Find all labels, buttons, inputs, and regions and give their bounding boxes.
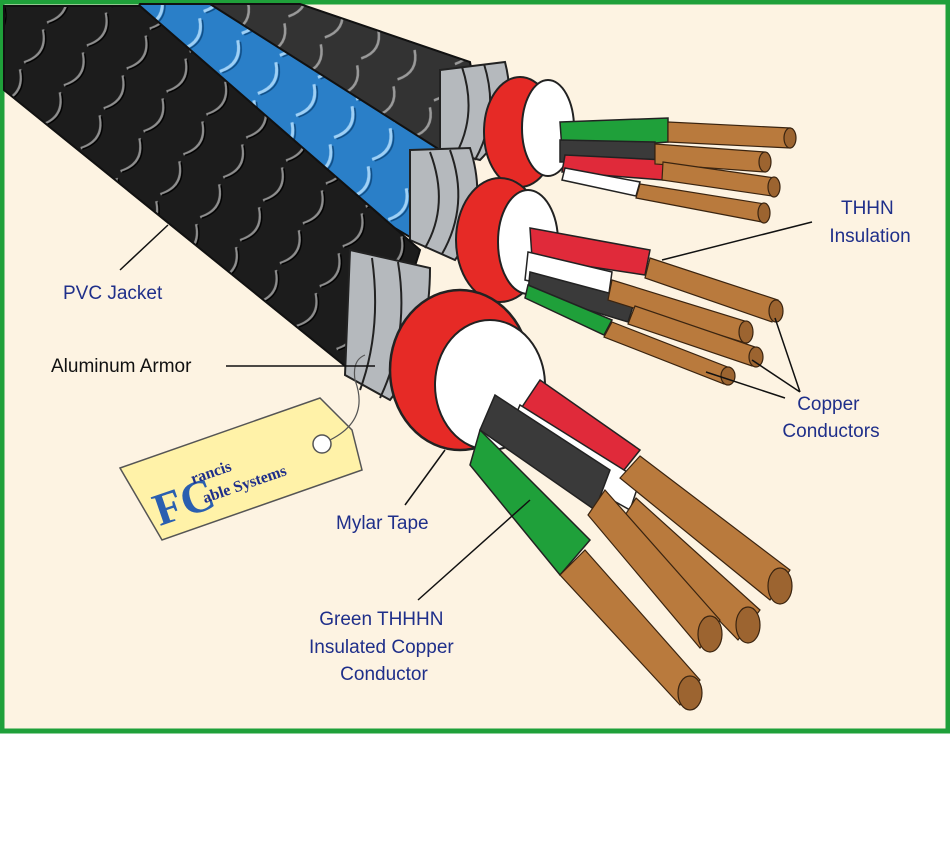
label-aluminum-armor: Aluminum Armor	[51, 356, 192, 377]
top-cable-copper	[635, 121, 797, 224]
label-copper-conductors: Copper Conductors	[782, 394, 879, 442]
francis-cable-tag: FC rancis able Systems	[118, 354, 366, 541]
front-cable	[3, 5, 793, 711]
label-thhn-insulation: THHN Insulation	[829, 198, 910, 247]
label-green-conductor: Green THHHN Insulated Copper Conductor	[309, 609, 459, 685]
front-cable-copper	[559, 455, 793, 711]
leader-pvc-jacket	[119, 224, 169, 271]
leader-copper	[705, 317, 801, 399]
leader-green-conductor	[417, 499, 531, 601]
leader-mylar-tape	[404, 449, 446, 506]
leader-thhn	[661, 221, 813, 261]
middle-cable-copper	[603, 257, 784, 386]
label-mylar-tape: Mylar Tape	[336, 513, 429, 534]
label-pvc-jacket: PVC Jacket	[63, 283, 163, 304]
